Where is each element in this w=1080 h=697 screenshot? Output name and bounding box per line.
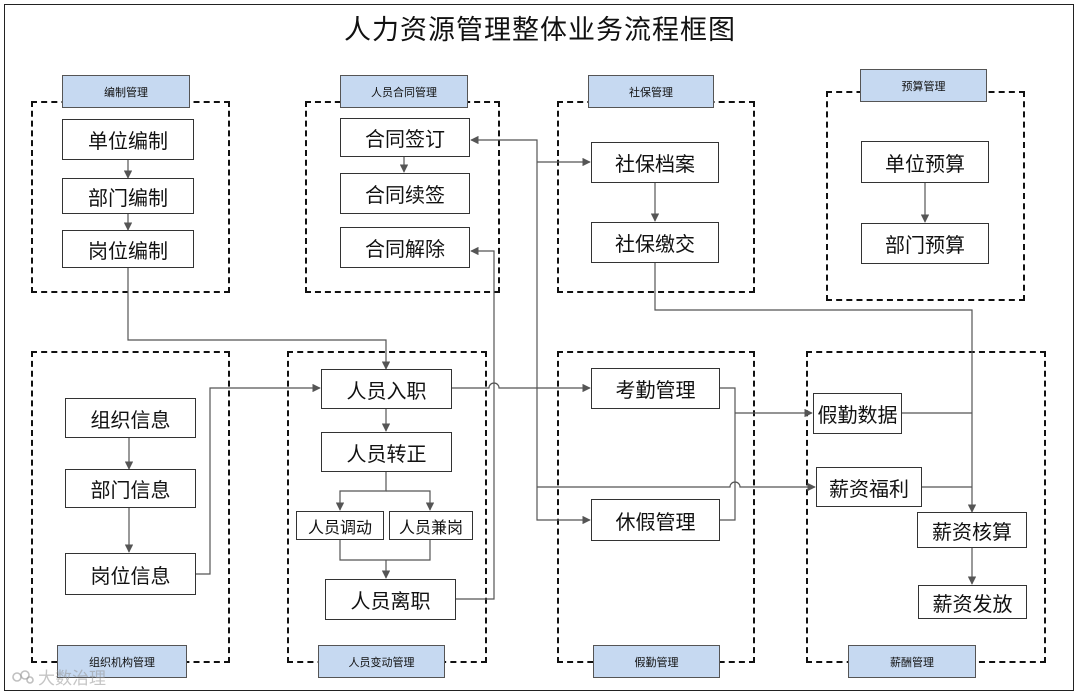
diagram-frame — [4, 4, 1074, 691]
node-renyuan-ruzhi: 人员入职 — [321, 369, 452, 409]
node-renyuan-diaodong: 人员调动 — [296, 511, 384, 540]
node-bumen-xinxi: 部门信息 — [65, 469, 196, 508]
node-shebao-jiaojiao: 社保缴交 — [591, 222, 719, 263]
node-shebao-dangan: 社保档案 — [591, 142, 719, 183]
node-zuzhi-xinxi: 组织信息 — [65, 398, 196, 438]
node-renyuan-zhuanzheng: 人员转正 — [321, 432, 452, 472]
node-jiaqin-shuju: 假勤数据 — [813, 393, 902, 434]
node-xinzi-fafang: 薪资发放 — [918, 585, 1027, 619]
watermark: 大数治理 — [12, 664, 106, 689]
node-xinzi-fuli: 薪资福利 — [816, 467, 922, 507]
node-xiujia-guanli: 休假管理 — [591, 499, 720, 541]
node-kaoqin-guanli: 考勤管理 — [591, 368, 720, 409]
group-label-yusuan: 预算管理 — [860, 69, 987, 102]
node-gangwei-bianzhi: 岗位编制 — [62, 230, 194, 268]
node-bumen-yusuan: 部门预算 — [861, 223, 989, 264]
node-hetong-qianding: 合同签订 — [340, 118, 470, 157]
node-bumen-bianzhi: 部门编制 — [62, 178, 194, 214]
group-label-zuzhi: 组织机构管理 — [57, 645, 187, 678]
node-danwei-yusuan: 单位预算 — [861, 141, 989, 183]
node-renyuan-lizhi: 人员离职 — [325, 579, 456, 620]
watermark-logo-icon — [12, 669, 34, 684]
node-renyuan-jiangang: 人员兼岗 — [389, 511, 473, 540]
node-hetong-jiechu: 合同解除 — [340, 227, 470, 268]
group-label-xinchou: 薪酬管理 — [848, 645, 976, 678]
node-xinzi-hesuan: 薪资核算 — [917, 512, 1027, 548]
group-label-jiaqin: 假勤管理 — [593, 645, 720, 678]
node-hetong-xuqian: 合同续签 — [340, 173, 470, 214]
diagram-title: 人力资源管理整体业务流程框图 — [344, 15, 736, 46]
watermark-text: 大数治理 — [38, 669, 106, 689]
group-label-bianzhi: 编制管理 — [62, 75, 190, 108]
group-label-shebao: 社保管理 — [588, 75, 714, 108]
group-label-biandong: 人员变动管理 — [318, 645, 445, 678]
node-danwei-bianzhi: 单位编制 — [62, 119, 194, 160]
group-label-hetong: 人员合同管理 — [340, 75, 468, 108]
node-gangwei-xinxi: 岗位信息 — [65, 553, 196, 595]
